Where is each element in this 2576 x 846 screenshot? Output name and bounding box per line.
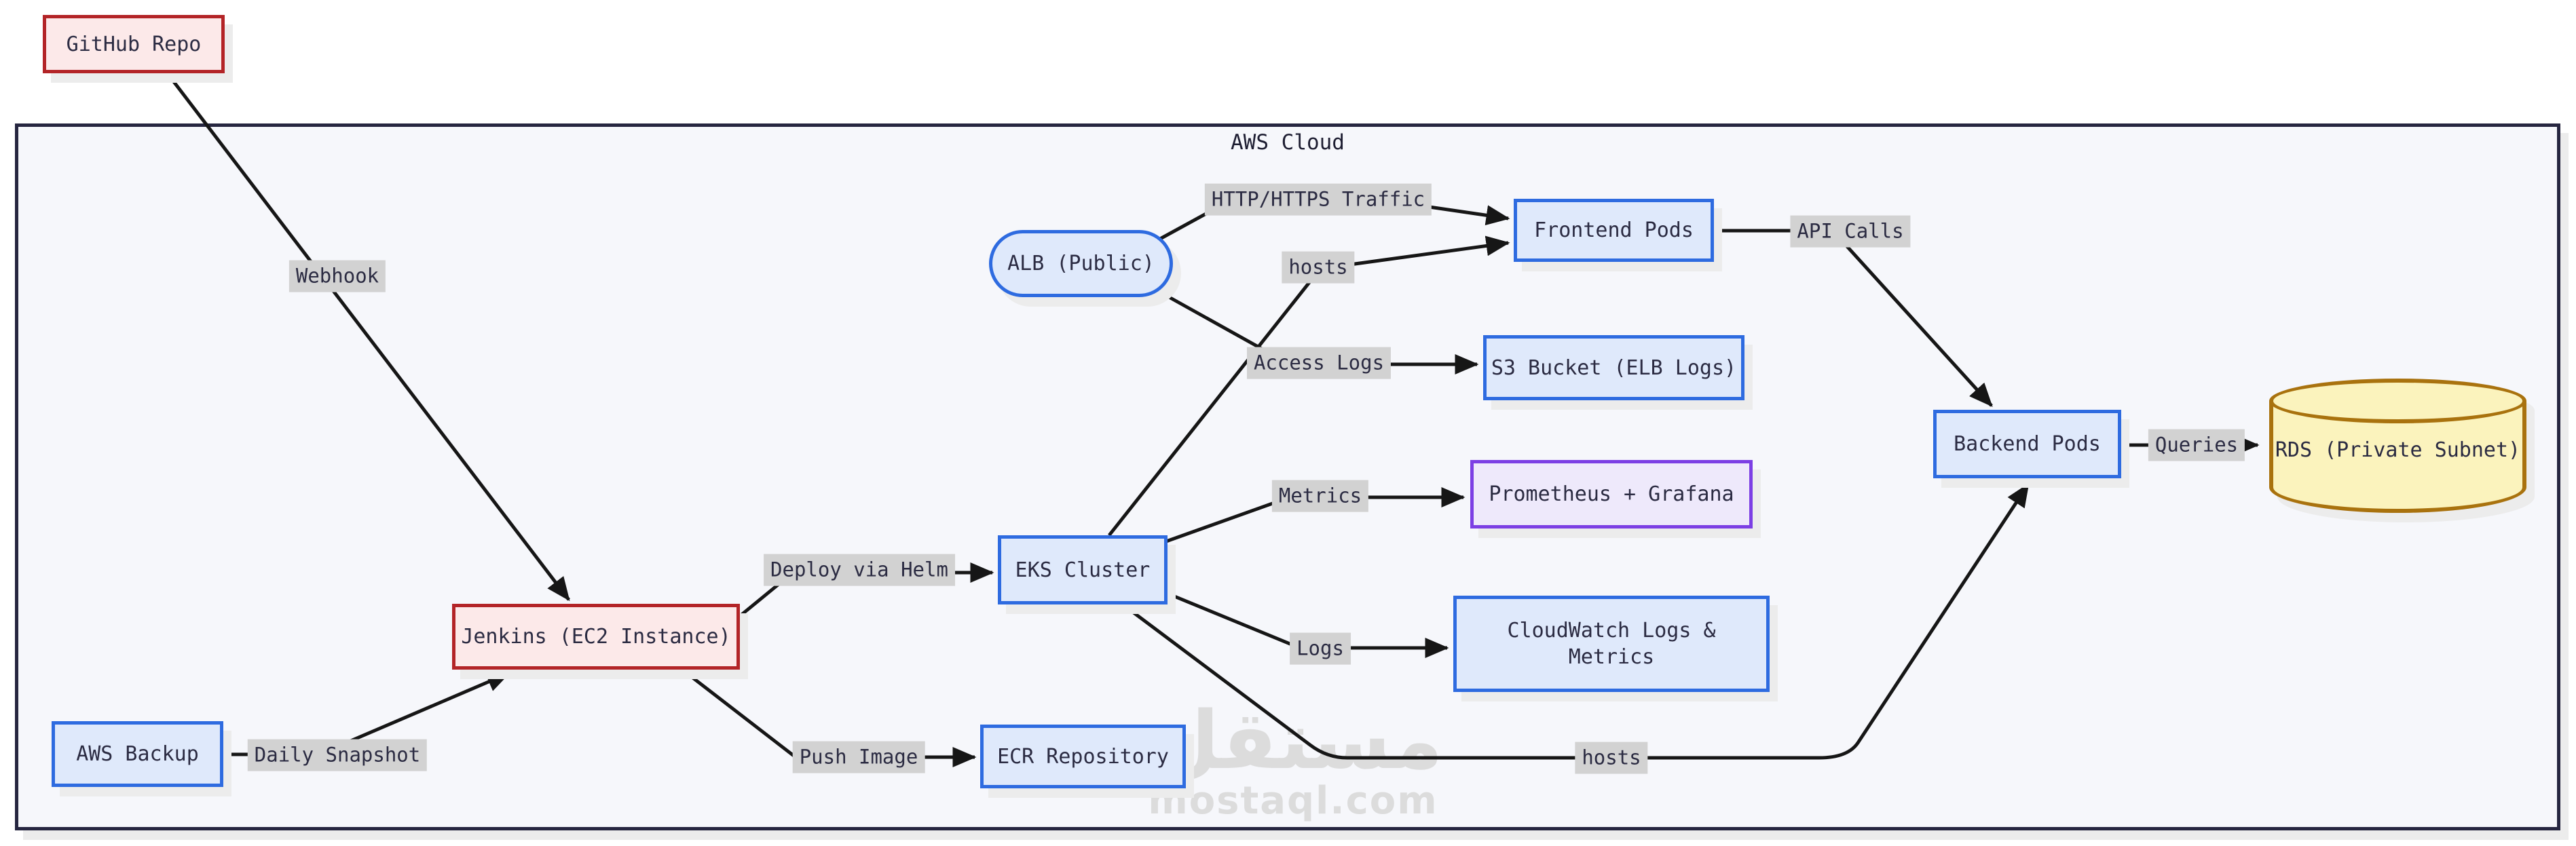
node-ecr-repository: ECR Repository [980, 725, 1186, 788]
node-s3-bucket: S3 Bucket (ELB Logs) [1483, 335, 1744, 400]
node-rds-label: RDS (Private Subnet) [2275, 438, 2521, 462]
edge-label-deploy-via-helm: Deploy via Helm [764, 554, 955, 586]
node-prometheus-grafana: Prometheus + Grafana [1470, 460, 1753, 528]
node-eks-cluster: EKS Cluster [998, 535, 1168, 604]
edge-label-api-calls: API Calls [1790, 215, 1911, 248]
edge-label-queries: Queries [2148, 429, 2245, 461]
node-backend-pods-label: Backend Pods [1954, 432, 2101, 456]
node-cloudwatch: CloudWatch Logs & Metrics [1453, 596, 1770, 692]
node-eks-cluster-label: EKS Cluster [1015, 558, 1151, 582]
node-prometheus-grafana-label: Prometheus + Grafana [1489, 482, 1734, 506]
node-s3-bucket-label: S3 Bucket (ELB Logs) [1491, 355, 1737, 380]
node-alb-label: ALB (Public) [1007, 252, 1155, 275]
node-jenkins-label: Jenkins (EC2 Instance) [461, 625, 731, 649]
aws-cloud-container [15, 123, 2560, 830]
edge-label-logs: Logs [1290, 632, 1351, 665]
aws-cloud-label: AWS Cloud [1231, 130, 1345, 155]
rds-cylinder-top [2269, 379, 2526, 423]
node-ecr-repository-label: ECR Repository [997, 744, 1169, 769]
node-frontend-pods-label: Frontend Pods [1534, 218, 1694, 242]
edge-hosts-backend [1121, 482, 2030, 760]
edge-label-http-https-traffic: HTTP/HTTPS Traffic [1204, 183, 1432, 216]
edge-label-webhook: Webhook [288, 260, 386, 292]
node-backend-pods: Backend Pods [1933, 410, 2121, 478]
edge-label-hosts-backend: hosts [1575, 742, 1648, 774]
edge-label-hosts-frontend: hosts [1282, 251, 1355, 284]
edge-label-daily-snapshot: Daily Snapshot [247, 739, 428, 771]
node-aws-backup-label: AWS Backup [76, 742, 199, 766]
node-alb: ALB (Public) [989, 230, 1173, 297]
node-frontend-pods: Frontend Pods [1514, 199, 1714, 262]
watermark-domain: mostaql.com [1148, 779, 1438, 823]
edge-api-calls [1714, 229, 1993, 407]
edge-label-metrics: Metrics [1271, 480, 1369, 512]
node-jenkins: Jenkins (EC2 Instance) [452, 604, 740, 670]
node-cloudwatch-label: CloudWatch Logs & Metrics [1507, 619, 1716, 669]
node-aws-backup: AWS Backup [52, 721, 223, 787]
watermark-arabic: مستقل [1150, 693, 1443, 787]
edge-webhook [167, 73, 570, 601]
node-github-repo: GitHub Repo [43, 15, 225, 73]
edge-label-access-logs: Access Logs [1246, 347, 1392, 379]
node-rds: RDS (Private Subnet) [2269, 379, 2526, 513]
edge-label-push-image: Push Image [792, 741, 925, 773]
node-github-repo-label: GitHub Repo [66, 32, 202, 56]
